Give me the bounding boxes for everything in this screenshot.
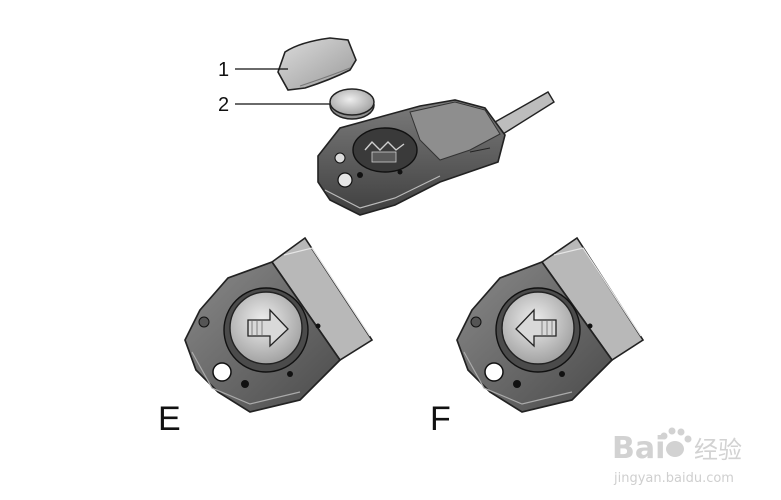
panel-label-f: F (430, 400, 451, 438)
arrow-right-icon (247, 308, 289, 348)
watermark: Bai 经验 jingyan.baidu.com (612, 427, 742, 486)
panel-label-e: E (158, 400, 181, 438)
watermark-brand: Bai (612, 431, 665, 466)
callout-2: 2 (218, 94, 330, 116)
watermark-brand-suffix: 经验 (694, 436, 742, 464)
arrow-left-icon (515, 308, 557, 348)
panel-e-illustration (184, 236, 374, 413)
callout-1: 1 (218, 59, 288, 81)
callout-label-1: 1 (218, 59, 229, 81)
key-body-open (317, 91, 555, 216)
callout-label-2: 2 (218, 94, 229, 116)
panel-f-illustration (456, 236, 645, 413)
watermark-url: jingyan.baidu.com (613, 471, 734, 486)
coin-battery-part (329, 88, 375, 120)
battery-cover-part (277, 37, 357, 91)
paw-logo-icon (660, 427, 692, 457)
